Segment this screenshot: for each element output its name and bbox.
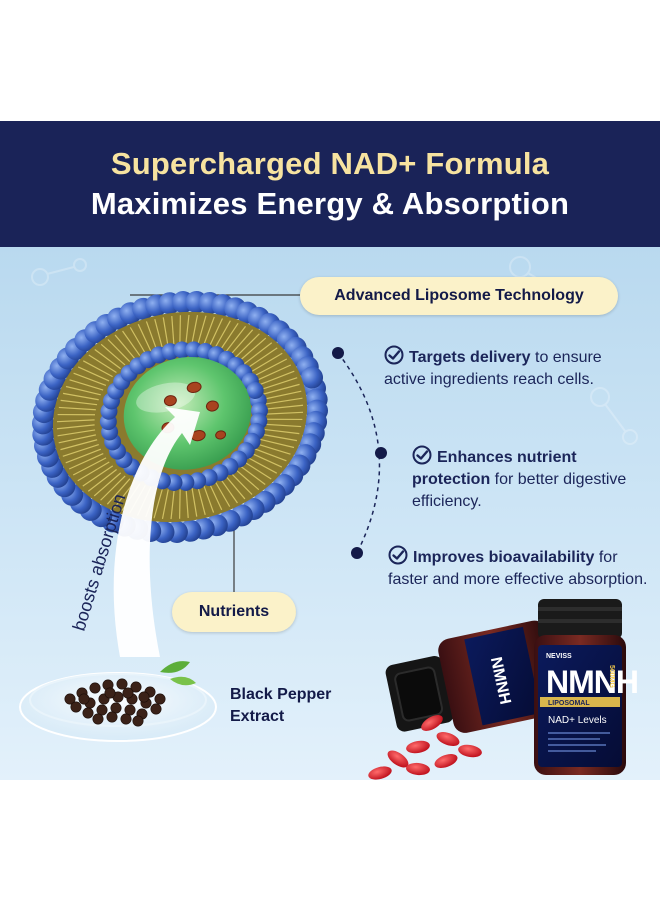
product-tagline: NAD+ Levels (548, 715, 607, 726)
feature-1-text: to ensure active ingredients reach cells… (384, 349, 602, 388)
feature-dot-3 (351, 547, 363, 559)
headline-line-1: Supercharged NAD+ Formula (110, 146, 550, 181)
feature-1-bold: Targets delivery (409, 349, 531, 366)
liposome-technology-label: Advanced Liposome Technology (300, 277, 618, 315)
product-sub: LIPOSOMAL (548, 700, 590, 707)
black-pepper-dish (19, 661, 217, 742)
black-pepper-label-line-2: Extract (230, 708, 285, 725)
black-pepper-label: Black Pepper Extract (230, 684, 331, 728)
feature-dashed-arc (337, 352, 381, 554)
infographic-artwork: boosts absorption NMNH (19, 256, 639, 780)
feature-3-text: for faster and more effective absorption… (388, 549, 648, 588)
check-circle-icon (412, 445, 432, 465)
black-pepper-label-line-1: Black Pepper (230, 686, 332, 703)
product-bottle-tipped: NMNH (368, 620, 562, 780)
product-brand: NEVISS (546, 653, 572, 660)
product-bottle-standing: NEVISS NMNH 500MG LIPOSOMAL NAD+ Levels (534, 599, 639, 775)
header-banner: Supercharged NAD+ Formula Maximizes Ener… (0, 121, 660, 247)
feature-dot-2 (375, 447, 387, 459)
product-dose: 500MG (608, 665, 615, 689)
feature-nutrient-protection: Enhances nutrient protection for better … (412, 445, 642, 513)
feature-dot-1 (332, 347, 344, 359)
feature-2-bold: Enhances nutrient protection (412, 449, 577, 488)
infographic-panel: boosts absorption NMNH (0, 247, 660, 780)
absorption-arrow (113, 407, 200, 657)
feature-2-text: for better digestive efficiency. (412, 471, 627, 510)
nutrients-label: Nutrients (172, 592, 296, 632)
check-circle-icon (388, 545, 408, 565)
feature-bioavailability: Improves bioavailability for faster and … (388, 545, 650, 591)
feature-targets-delivery: Targets delivery to ensure active ingred… (384, 345, 624, 391)
headline-line-2: Maximizes Energy & Absorption (90, 186, 570, 221)
feature-3-bold: Improves bioavailability (413, 549, 595, 566)
check-circle-icon (384, 345, 404, 365)
product-name: NMNH (546, 664, 638, 700)
